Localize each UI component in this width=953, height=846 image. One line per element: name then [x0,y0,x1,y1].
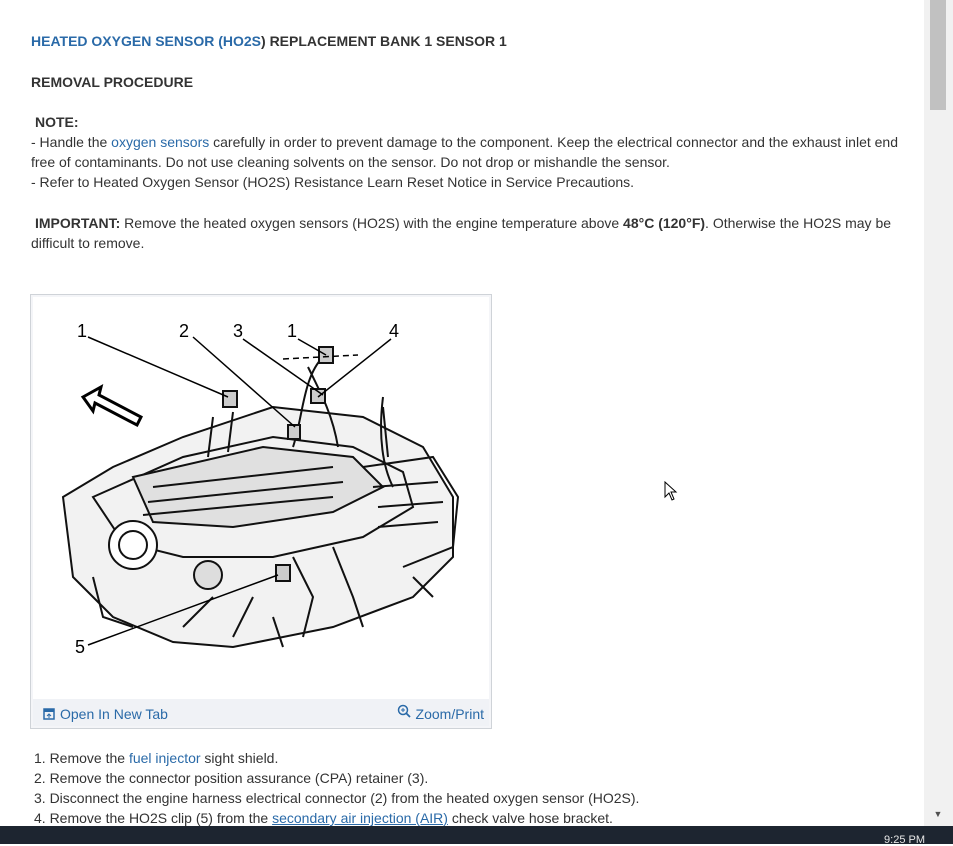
article-content: HEATED OXYGEN SENSOR (HO2S) REPLACEMENT … [30,31,904,826]
important-text: Remove the heated oxygen sensors (HO2S) … [120,215,624,231]
page-title: HEATED OXYGEN SENSOR (HO2S) REPLACEMENT … [31,31,507,51]
step-text: 1. Remove the [34,750,129,766]
callout-label-1b: 1 [287,321,297,341]
mouse-cursor-icon [664,481,678,501]
figure-container: 1 2 3 1 4 5 Open In New Tab Zoom/Print [30,294,492,729]
callout-label-2: 2 [179,321,189,341]
engine-drawing [61,346,460,649]
engine-diagram-image[interactable]: 1 2 3 1 4 5 [33,297,489,699]
scroll-down-arrow-icon[interactable]: ▼ [933,809,943,819]
step-text-rest: check valve hose bracket. [447,810,613,826]
zoom-print-button[interactable]: Zoom/Print [397,702,484,722]
open-in-new-tab-label: Open In New Tab [60,706,168,722]
callout-label-1: 1 [77,321,87,341]
temperature-value: 48°C (120°F) [623,215,706,231]
important-rest: . Otherwise the HO2S may be difficult to… [31,215,892,251]
section-heading: REMOVAL PROCEDURE [31,74,194,90]
secondary-air-injection-link[interactable]: secondary air injection (AIR) [272,810,448,826]
oxygen-sensors-link[interactable]: oxygen sensors [111,134,210,150]
engine-diagram: 1 2 3 1 4 5 [61,321,460,657]
callout-label-3: 3 [233,321,243,341]
list-item: 2. Remove the connector position assuran… [34,768,904,788]
steps-list: 1. Remove the fuel injector sight shield… [34,748,904,826]
note-block: NOTE: - Handle the oxygen sensors carefu… [31,112,901,192]
list-item: 1. Remove the fuel injector sight shield… [34,748,904,768]
list-item: 3. Disconnect the engine harness electri… [34,788,904,808]
step-text-rest: sight shield. [200,750,279,766]
figure-toolbar: Open In New Tab Zoom/Print [33,699,489,726]
callout-lines [87,336,392,646]
step-text: 3. Disconnect the engine harness electri… [34,790,640,806]
step-text: 4. Remove the HO2S clip (5) from the [34,810,273,826]
fuel-injector-link[interactable]: fuel injector [128,750,201,766]
list-item: 4. Remove the HO2S clip (5) from the sec… [34,808,904,826]
zoom-print-label: Zoom/Print [415,706,484,722]
title-part-link[interactable]: HEATED OXYGEN SENSOR ( [31,33,223,49]
note-line1-rest: carefully in order to prevent damage to … [31,134,898,170]
browser-frame: HEATED OXYGEN SENSOR (HO2S) REPLACEMENT … [30,0,953,826]
important-label: IMPORTANT: [35,215,121,231]
direction-arrow-icon [80,384,143,428]
title-part: ) REPLACEMENT BANK 1 SENSOR 1 [261,33,507,49]
open-tab-icon [43,708,55,720]
open-in-new-tab-button[interactable]: Open In New Tab [43,706,168,722]
title-ho2s-link[interactable]: HO2S [222,33,262,49]
callout-label-4: 4 [389,321,399,341]
important-block: IMPORTANT: Remove the heated oxygen sens… [31,213,901,253]
step-text: 2. Remove the connector position assuran… [34,770,429,786]
note-label: NOTE: [35,114,79,130]
callout-label-5: 5 [75,637,85,657]
taskbar-clock[interactable]: 9:25 PM [884,834,925,846]
vertical-scrollbar[interactable]: ▼ [924,0,953,826]
note-line2: - Refer to Heated Oxygen Sensor (HO2S) R… [31,174,635,190]
scroll-thumb[interactable] [930,0,946,110]
note-line1-text: - Handle the [31,134,112,150]
taskbar: 9:25 PM [0,826,953,846]
zoom-icon [397,704,411,718]
